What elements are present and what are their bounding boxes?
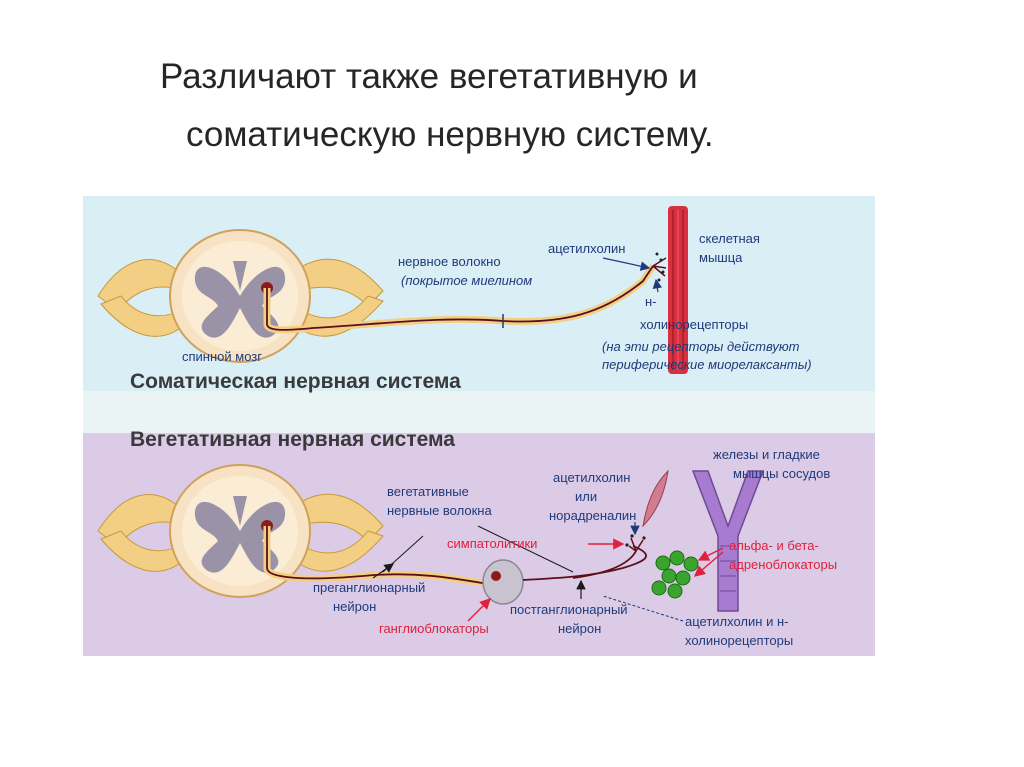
mediator-label-3: норадреналин [549, 508, 636, 523]
myorelaxant-note-1: (на эти рецепторы действуют [602, 339, 800, 354]
mediator-label-2: или [575, 489, 597, 504]
glands-label-2: мышцы сосудов [733, 466, 830, 481]
ganglion [482, 559, 524, 605]
somatic-nerve-fiber [266, 265, 654, 331]
separator-band [83, 391, 875, 433]
gland-cluster [651, 550, 699, 599]
acetylcholine-receptors-label: ацетилхолин и н- [685, 614, 788, 629]
diagram-svg: спинной мозг нервное волокно (покрытое м… [83, 196, 875, 656]
blood-vessel [691, 470, 765, 612]
glands-label: железы и гладкие [713, 447, 820, 462]
acetylcholine-receptors-label-2: холинорецепторы [685, 633, 793, 648]
myorelaxant-note-2: периферические миорелаксанты) [602, 357, 812, 372]
slide-title-line1: Различают также вегетативную и [160, 57, 698, 96]
myelin-label: (покрытое миелином [401, 273, 532, 288]
cholinoreceptors-label: холинорецепторы [640, 317, 748, 332]
postganglionic-label: постганглионарный [510, 602, 628, 617]
mediator-label-1: ацетилхолин [553, 470, 630, 485]
slide-title-line2: соматическую нервную систему. [186, 115, 714, 154]
preganglionic-fiber [266, 526, 489, 585]
spinal-cord-label: спинной мозг [182, 349, 262, 364]
sympatholytics-label: симпатолитики [447, 536, 537, 551]
postganglionic-fiber [522, 545, 647, 581]
preganglionic-label-2: нейрон [333, 599, 376, 614]
skeletal-muscle-label-2: мышца [699, 250, 743, 265]
slide-title: Различают также вегетативную и соматичес… [160, 48, 920, 164]
somatic-heading: Соматическая нервная система [130, 370, 461, 393]
adrenoblockers-label-2: адреноблокаторы [729, 557, 837, 572]
skeletal-muscle-label: скелетная [699, 231, 760, 246]
ganglioblockers-label: ганглиоблокаторы [379, 621, 489, 636]
vegetative-fibers-label-2: нервные волокна [387, 503, 492, 518]
preganglionic-label: преганглионарный [313, 580, 425, 595]
smooth-muscle-cell [642, 469, 669, 528]
adrenoblockers-label: альфа- и бета- [729, 538, 819, 553]
nerve-fiber-label: нервное волокно [398, 254, 501, 269]
nervous-system-diagram: спинной мозг нервное волокно (покрытое м… [83, 196, 875, 656]
skeletal-muscle [652, 206, 688, 374]
vegetative-fibers-label: вегетативные [387, 484, 469, 499]
n-receptor-label: н- [645, 294, 657, 309]
vegetative-heading: Вегетативная нервная система [130, 428, 455, 451]
postganglionic-label-2: нейрон [558, 621, 601, 636]
acetylcholine-label: ацетилхолин [548, 241, 625, 256]
